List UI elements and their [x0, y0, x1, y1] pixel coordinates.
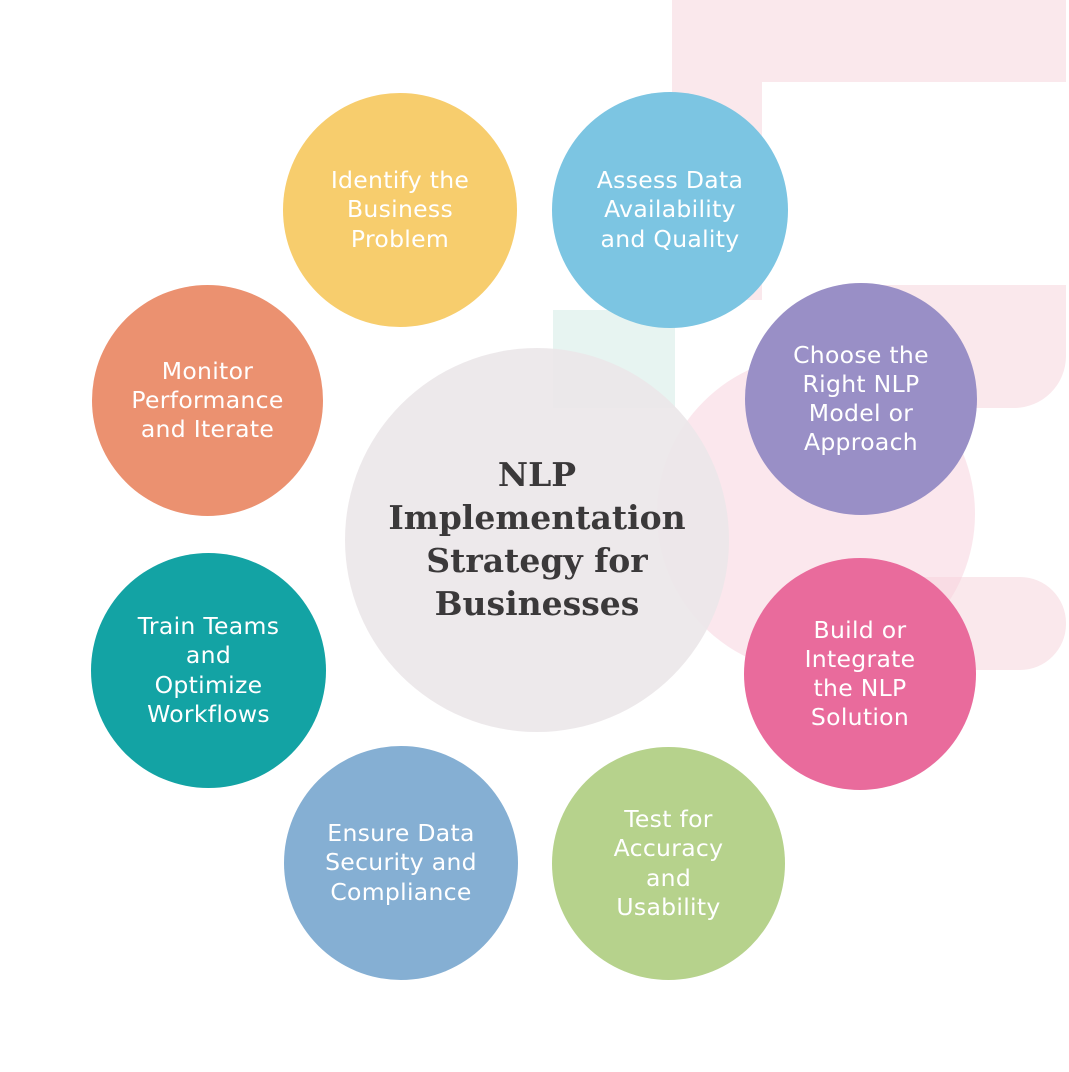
step-label-build-or-integrate-the-nlp-solution: Build or Integrate the NLP Solution — [804, 615, 916, 732]
diagram-title: NLP Implementation Strategy for Business… — [388, 455, 686, 623]
step-test-for-accuracy-and-usability: Test for Accuracy and Usability — [552, 747, 785, 980]
step-label-identify-the-business-problem: Identify the Business Problem — [330, 166, 470, 253]
step-choose-the-right-nlp-model-or-approach: Choose the Right NLP Model or Approach — [745, 283, 977, 515]
step-label-train-teams-and-optimize-workflows: Train Teams and Optimize Workflows — [137, 612, 280, 728]
step-label-assess-data-availability-and-quality: Assess Data Availability and Quality — [596, 166, 744, 253]
step-label-choose-the-right-nlp-model-or-approach: Choose the Right NLP Model or Approach — [793, 340, 929, 457]
center-circle: NLP Implementation Strategy for Business… — [345, 348, 729, 732]
step-train-teams-and-optimize-workflows: Train Teams and Optimize Workflows — [91, 553, 326, 788]
step-label-monitor-performance-and-iterate: Monitor Performance and Iterate — [131, 356, 284, 444]
step-ensure-data-security-and-compliance: Ensure Data Security and Compliance — [284, 746, 518, 980]
step-build-or-integrate-the-nlp-solution: Build or Integrate the NLP Solution — [744, 558, 976, 790]
step-assess-data-availability-and-quality: Assess Data Availability and Quality — [552, 92, 788, 328]
step-label-test-for-accuracy-and-usability: Test for Accuracy and Usability — [613, 805, 724, 921]
step-label-ensure-data-security-and-compliance: Ensure Data Security and Compliance — [325, 819, 477, 906]
step-monitor-performance-and-iterate: Monitor Performance and Iterate — [92, 285, 323, 516]
step-identify-the-business-problem: Identify the Business Problem — [283, 93, 517, 327]
